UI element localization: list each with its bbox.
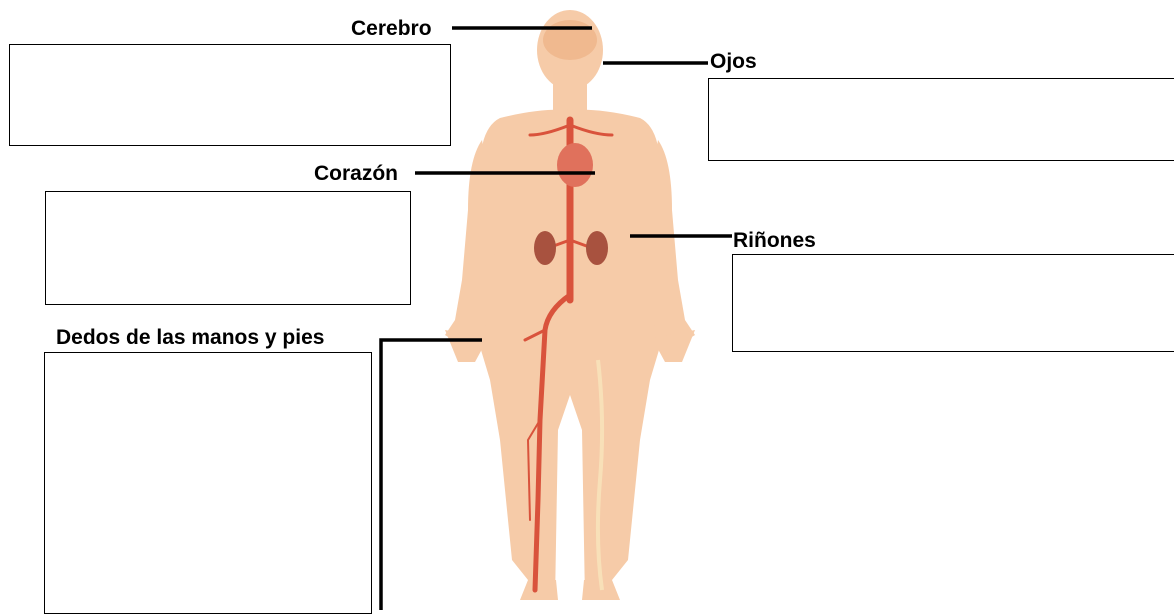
label-rinones: Riñones — [733, 229, 816, 253]
leader-line-dedos — [381, 340, 482, 610]
kidney-left — [534, 231, 556, 265]
label-cerebro: Cerebro — [351, 17, 432, 41]
answer-box-corazon[interactable] — [45, 191, 411, 305]
label-ojos: Ojos — [710, 50, 757, 74]
label-dedos: Dedos de las manos y pies — [56, 326, 324, 350]
answer-box-ojos[interactable] — [708, 78, 1174, 161]
label-corazon: Corazón — [314, 162, 398, 186]
answer-box-rinones[interactable] — [732, 254, 1174, 352]
brain-shape — [543, 20, 597, 60]
kidney-right — [586, 231, 608, 265]
answer-box-dedos[interactable] — [44, 352, 372, 614]
answer-box-cerebro[interactable] — [9, 44, 451, 146]
body-silhouette — [445, 10, 695, 600]
heart-shape — [557, 143, 593, 187]
